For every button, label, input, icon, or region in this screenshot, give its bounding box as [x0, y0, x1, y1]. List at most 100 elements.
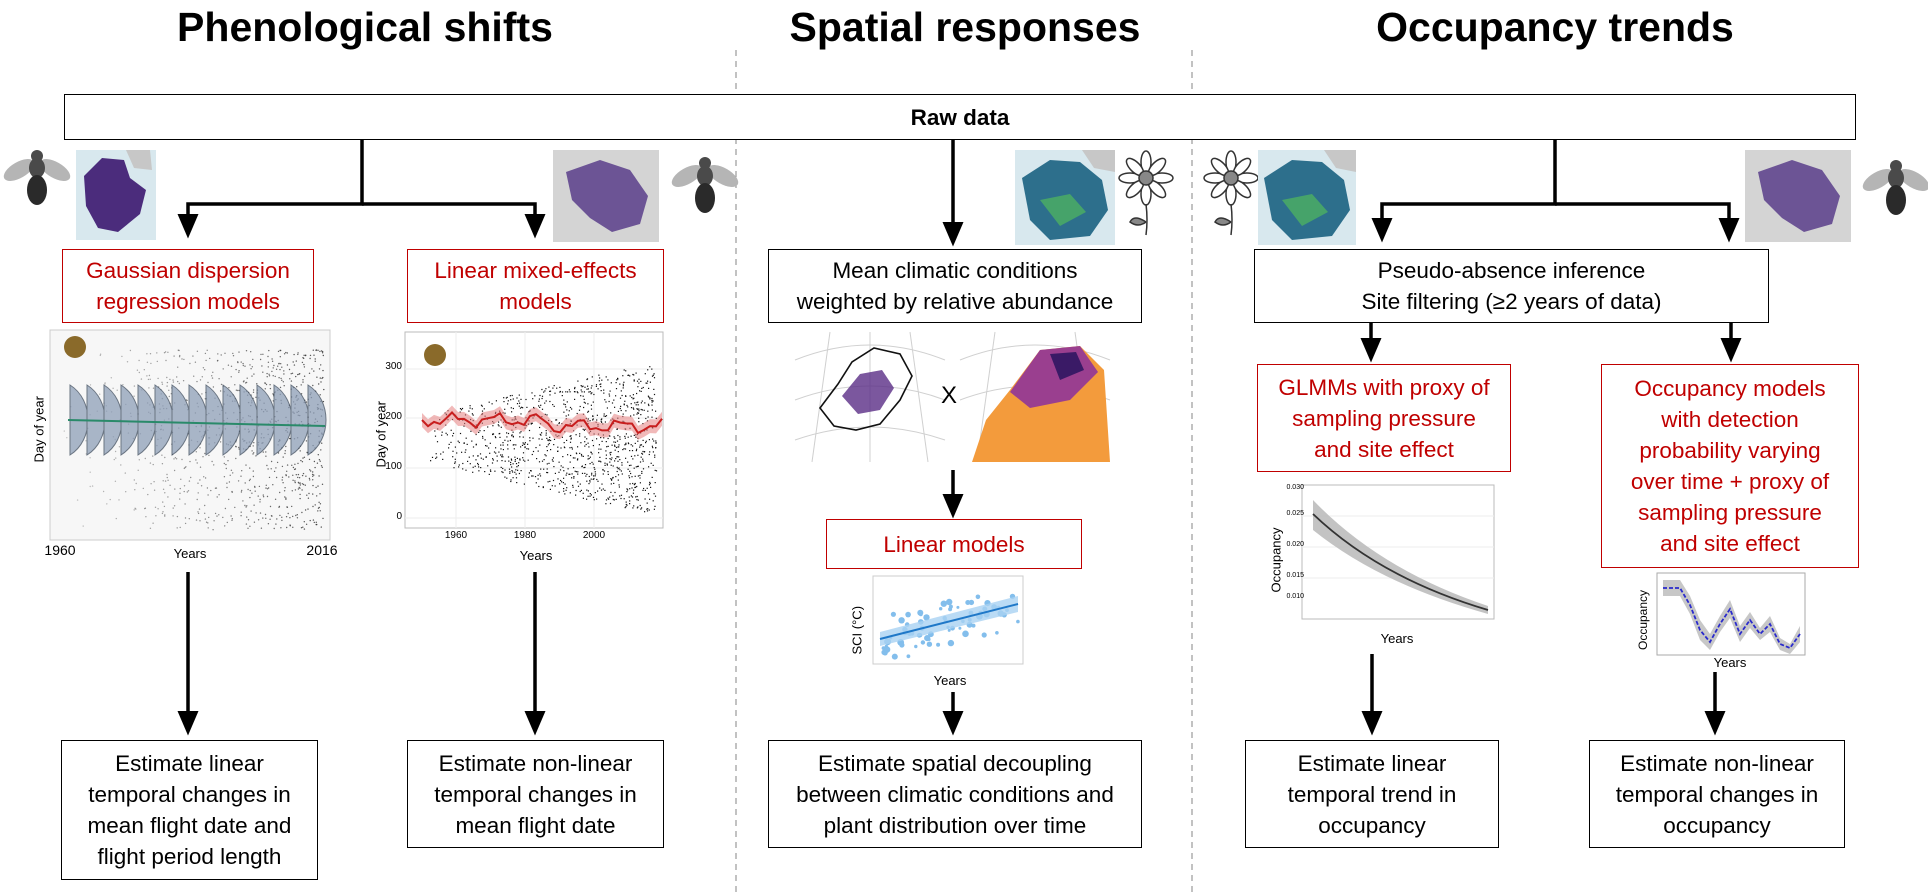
gaussian-point	[312, 471, 314, 473]
lme-point	[602, 469, 604, 471]
lme-point	[622, 387, 624, 389]
phenology-nonlinear-output-line-3: mean flight date	[455, 812, 616, 838]
lme-point	[498, 425, 500, 427]
lme-point	[612, 465, 614, 467]
gaussian-point	[234, 384, 236, 386]
lme-point	[647, 403, 650, 405]
gaussian-point	[314, 358, 316, 360]
lme-point	[535, 447, 537, 449]
lme-point	[597, 388, 599, 390]
gaussian-point	[262, 517, 264, 519]
lme-point	[557, 478, 559, 480]
lme-point	[587, 490, 589, 492]
arrow-to-filter-left	[1371, 140, 1557, 243]
gaussian-point	[124, 472, 127, 474]
gaussian-point	[173, 505, 176, 507]
gaussian-point	[317, 510, 319, 512]
lme-point	[434, 435, 437, 437]
lme-point	[635, 496, 637, 498]
gaussian-point	[114, 480, 117, 482]
gaussian-point	[262, 496, 265, 498]
lme-point	[624, 435, 626, 437]
gaussian-point	[214, 487, 217, 489]
lme-point	[457, 440, 459, 442]
lme-point	[460, 409, 463, 411]
gaussian-point	[266, 376, 268, 378]
sci-point	[981, 632, 987, 638]
gaussian-point	[301, 511, 303, 514]
lme-point	[472, 471, 474, 473]
lme-point	[500, 444, 502, 446]
gaussian-point	[320, 364, 322, 366]
gaussian-point	[202, 367, 205, 369]
lme-point	[639, 461, 642, 463]
lme-point	[592, 496, 595, 498]
gaussian-point	[146, 361, 149, 363]
gaussian-point	[256, 383, 258, 385]
lme-point	[607, 445, 609, 447]
gaussian-point	[319, 394, 321, 396]
gaussian-point	[195, 519, 198, 521]
gaussian-point	[272, 484, 274, 486]
lme-point	[504, 439, 506, 441]
lme-point	[569, 391, 571, 393]
sci-point	[947, 639, 955, 647]
lme-point	[533, 406, 535, 409]
lme-point	[544, 413, 546, 415]
lme-point	[592, 415, 594, 417]
gaussian-point	[269, 384, 271, 386]
gaussian-point	[252, 470, 254, 472]
gaussian-point	[301, 489, 303, 491]
lme-point	[509, 471, 511, 473]
lme-point	[570, 438, 572, 440]
gaussian-point	[252, 453, 254, 455]
lme-point	[655, 470, 658, 472]
raw-data-label: Raw data	[910, 104, 1010, 130]
glmm-ytick-0015: 0.015	[1286, 572, 1304, 579]
lme-point	[651, 409, 653, 411]
lme-point	[435, 453, 437, 455]
gaussian-point	[153, 489, 156, 491]
gaussian-point	[162, 488, 165, 490]
gaussian-point	[278, 506, 280, 508]
lme-point	[528, 472, 530, 474]
lme-xtick-1960: 1960	[444, 530, 468, 541]
lme-point	[539, 475, 542, 477]
lme-point	[617, 378, 619, 380]
lme-point	[587, 442, 589, 444]
lme-point	[506, 477, 508, 479]
lme-point	[463, 425, 465, 427]
lme-point	[655, 442, 657, 444]
lme-point	[454, 461, 456, 463]
gaussian-point	[260, 527, 263, 529]
lme-point	[582, 455, 584, 457]
lme-point	[599, 377, 601, 379]
lme-point	[441, 431, 443, 433]
lme-point	[527, 459, 529, 461]
lme-point	[515, 444, 517, 446]
climatic-conditions-line-1: Mean climatic conditions	[832, 258, 1078, 283]
gaussian-point	[207, 381, 209, 384]
gaussian-point	[317, 507, 320, 509]
lme-point	[514, 456, 516, 458]
lme-point	[585, 443, 587, 446]
gaussian-point	[277, 452, 280, 454]
gaussian-point	[235, 389, 238, 391]
gaussian-point	[235, 445, 237, 448]
flower-icon-spatial	[1118, 150, 1174, 236]
gaussian-point	[188, 518, 190, 520]
lme-point	[611, 444, 613, 446]
gaussian-point	[255, 455, 257, 457]
gaussian-point	[230, 365, 233, 367]
sci-point	[947, 628, 951, 632]
lme-point	[630, 407, 633, 409]
gaussian-point	[179, 526, 181, 529]
lme-point	[545, 430, 547, 432]
lme-point	[568, 410, 570, 412]
gaussian-point	[275, 523, 277, 525]
lme-point	[529, 437, 531, 439]
lme-point	[576, 412, 578, 415]
gaussian-point	[228, 387, 230, 389]
lme-point	[550, 439, 552, 442]
gaussian-point	[211, 375, 213, 377]
